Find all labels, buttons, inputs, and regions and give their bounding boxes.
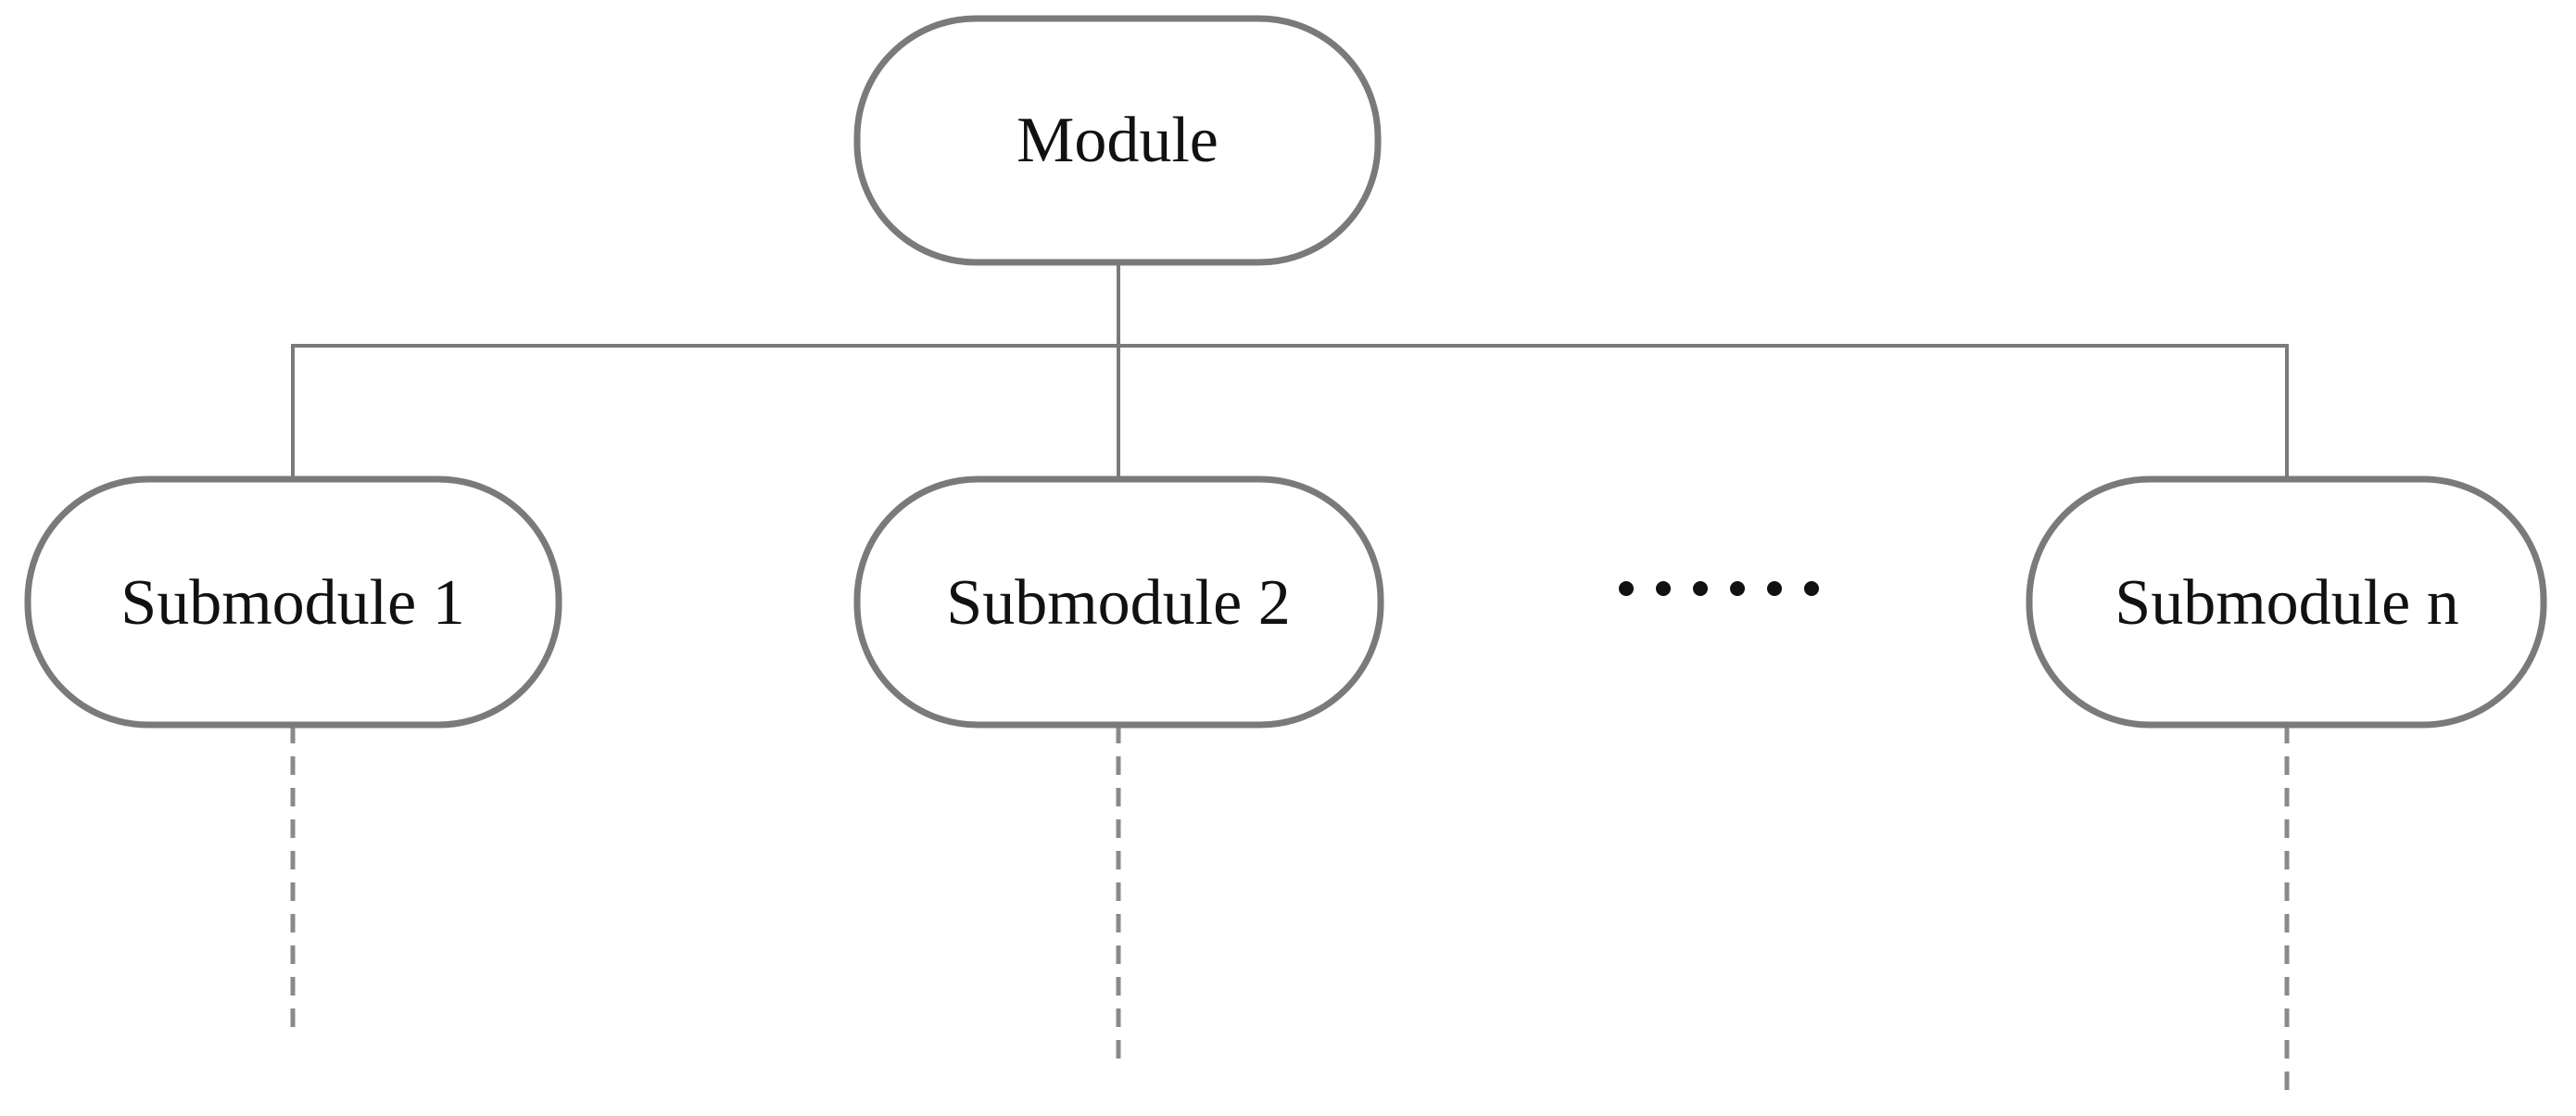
ellipsis-dot [1619,581,1634,596]
ellipsis-dot [1767,581,1782,596]
node-submodule-2-label: Submodule 2 [946,567,1290,639]
node-module-shape [853,15,1382,266]
ellipsis-dot [1730,581,1745,596]
node-submodule-2-shape [853,476,1384,729]
node-submodule-n-shape [2026,476,2547,729]
ellipsis-dots [1619,581,1819,596]
node-submodule-n-label: Submodule n [2115,567,2458,639]
connector-lines [291,260,2289,481]
ellipsis-dot [1804,581,1819,596]
node-submodule-1[interactable]: Submodule 1 [24,476,562,729]
node-module[interactable]: Module [853,15,1382,266]
ellipsis-dot [1693,581,1708,596]
ellipsis-dot [1656,581,1671,596]
node-submodule-n[interactable]: Submodule n [2026,476,2547,729]
node-module-label: Module [1017,105,1219,176]
node-submodule-1-shape [24,476,562,729]
node-submodule-2[interactable]: Submodule 2 [853,476,1384,729]
node-submodule-1-label: Submodule 1 [120,567,464,639]
dashed-continuations [290,725,2290,1092]
